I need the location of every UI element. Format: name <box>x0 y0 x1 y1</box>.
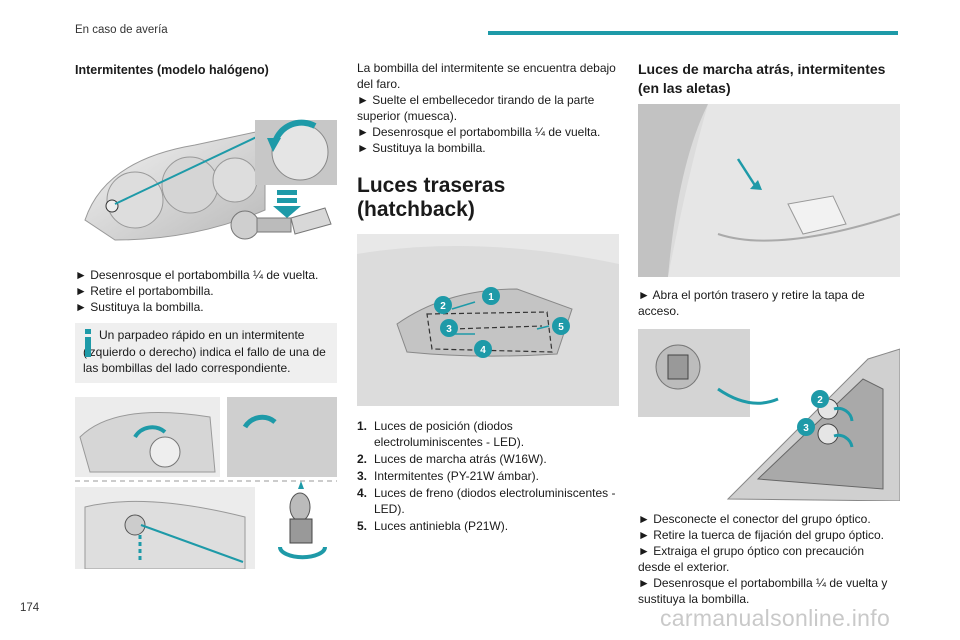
headlamp-bulb-illustration <box>75 90 337 255</box>
page-number: 174 <box>20 602 40 614</box>
bulb-removal-illustration <box>75 396 337 569</box>
callout-5: 5 <box>558 322 564 333</box>
step-remove-holder: ► Retire el portabombilla. <box>75 284 214 298</box>
heading-reversing-indicators-wings: Luces de marcha atrás, intermitentes (en… <box>638 61 886 96</box>
rear-light-cluster-illustration: 1 2 3 4 5 <box>357 234 619 406</box>
info-icon <box>85 329 91 357</box>
step-replace-bulb: ► Sustituya la bombilla. <box>75 300 204 314</box>
watermark: carmanualsonline.info <box>660 605 891 631</box>
list-item: 1.Luces de posición (diodos electrolumin… <box>357 419 525 449</box>
access-cover-illustration <box>638 104 900 277</box>
step-extract-cluster: ► Extraiga el grupo óptico con precaució… <box>638 544 865 574</box>
step-release-trim: ► Suelte el embellecedor tirando de la p… <box>357 93 595 123</box>
step-open-tailgate: ► Abra el portón trasero y retire la tap… <box>638 288 865 318</box>
rear-lights-list: 1.Luces de posición (diodos electrolumin… <box>357 418 619 534</box>
heading-indicators-halogen: Intermitentes (modelo halógeno) <box>75 63 269 77</box>
step-unscrew-replace: ► Desenrosque el portabombilla ¼ de vuel… <box>638 576 888 606</box>
callout-2: 2 <box>440 301 446 312</box>
info-note-text: Un parpadeo rápido en un intermitente (i… <box>83 328 326 375</box>
step-disconnect-connector: ► Desconecte el conector del grupo óptic… <box>638 512 871 526</box>
step-remove-nut: ► Retire la tuerca de fijación del grupo… <box>638 528 885 542</box>
step-unscrew-holder: ► Desenrosque el portabombilla ¼ de vuel… <box>75 268 319 282</box>
heading-rear-lights-hatchback: Luces traseras (hatchback) <box>357 174 506 221</box>
step-replace-bulb-2: ► Sustituya la bombilla. <box>357 141 486 155</box>
callout-1: 1 <box>488 292 494 303</box>
callout-3b: 3 <box>803 423 809 434</box>
step-unscrew-holder-2: ► Desenrosque el portabombilla ¼ de vuel… <box>357 125 601 139</box>
callout-3: 3 <box>446 324 452 335</box>
callout-4: 4 <box>480 345 486 356</box>
list-item: 3.Intermitentes (PY-21W ámbar). <box>357 469 539 483</box>
list-item: 2.Luces de marcha atrás (W16W). <box>357 452 547 466</box>
list-item: 5.Luces antiniebla (P21W). <box>357 519 509 533</box>
front-indicator-location: La bombilla del intermitente se encuentr… <box>357 61 616 91</box>
callout-2b: 2 <box>817 395 823 406</box>
light-cluster-removal-illustration: 2 3 <box>638 329 900 501</box>
list-item: 4.Luces de freno (diodos electroluminisc… <box>357 486 616 516</box>
column-2: La bombilla del intermitente se encuentr… <box>357 58 619 535</box>
header-accent-bar <box>488 31 898 35</box>
section-title: En caso de avería <box>75 24 168 36</box>
column-3: Luces de marcha atrás, intermitentes (en… <box>638 58 900 607</box>
info-note: Un parpadeo rápido en un intermitente (i… <box>75 323 337 383</box>
column-1: Intermitentes (modelo halógeno) <box>75 58 337 569</box>
